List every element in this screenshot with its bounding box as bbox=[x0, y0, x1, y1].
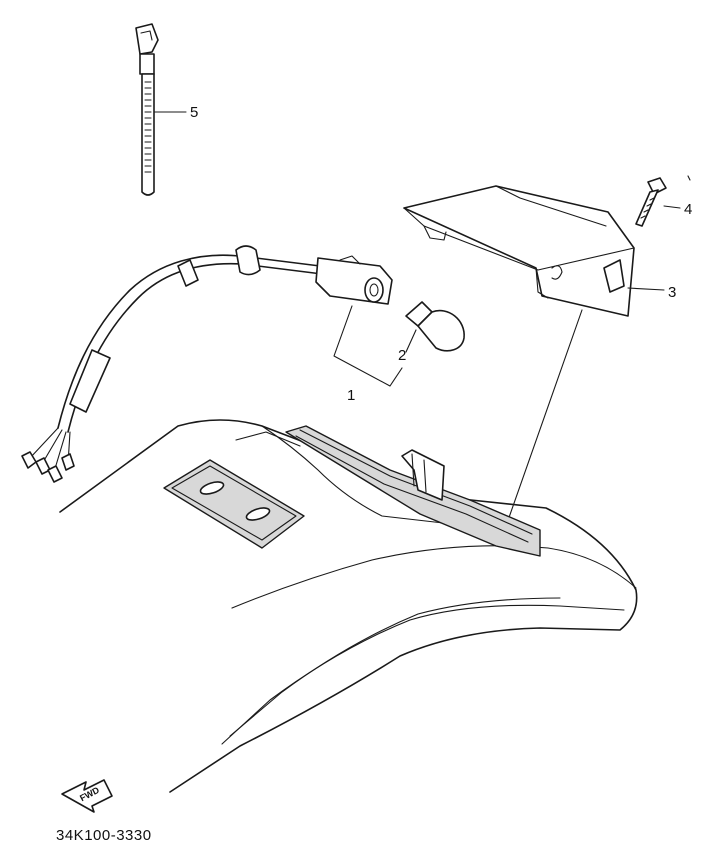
callout-5: 5 bbox=[190, 104, 198, 121]
callout-4: 4 bbox=[684, 201, 692, 218]
callout-1: 1 bbox=[347, 387, 355, 404]
bulb-part-2 bbox=[405, 301, 465, 352]
callout-2: 2 bbox=[398, 347, 406, 364]
callout-leader-lines bbox=[333, 305, 417, 387]
cable-tie-part-5 bbox=[135, 23, 187, 196]
assembly-guide-line bbox=[505, 309, 583, 527]
lens-cover-part-3 bbox=[403, 185, 665, 317]
diagram-code: 34K100-3330 bbox=[56, 827, 152, 844]
wire-harness bbox=[21, 245, 393, 483]
lamp-housing-recess bbox=[285, 425, 541, 557]
callout-3: 3 bbox=[668, 284, 676, 301]
screw-part-4 bbox=[635, 175, 691, 227]
rear-fender bbox=[59, 419, 638, 793]
fender-mount-plate bbox=[163, 459, 305, 549]
forward-arrow-icon: FWD bbox=[61, 779, 113, 813]
